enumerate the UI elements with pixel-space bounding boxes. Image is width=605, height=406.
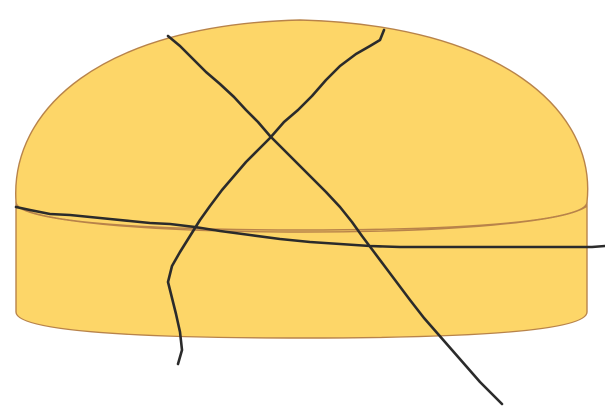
dome-top	[16, 20, 588, 230]
